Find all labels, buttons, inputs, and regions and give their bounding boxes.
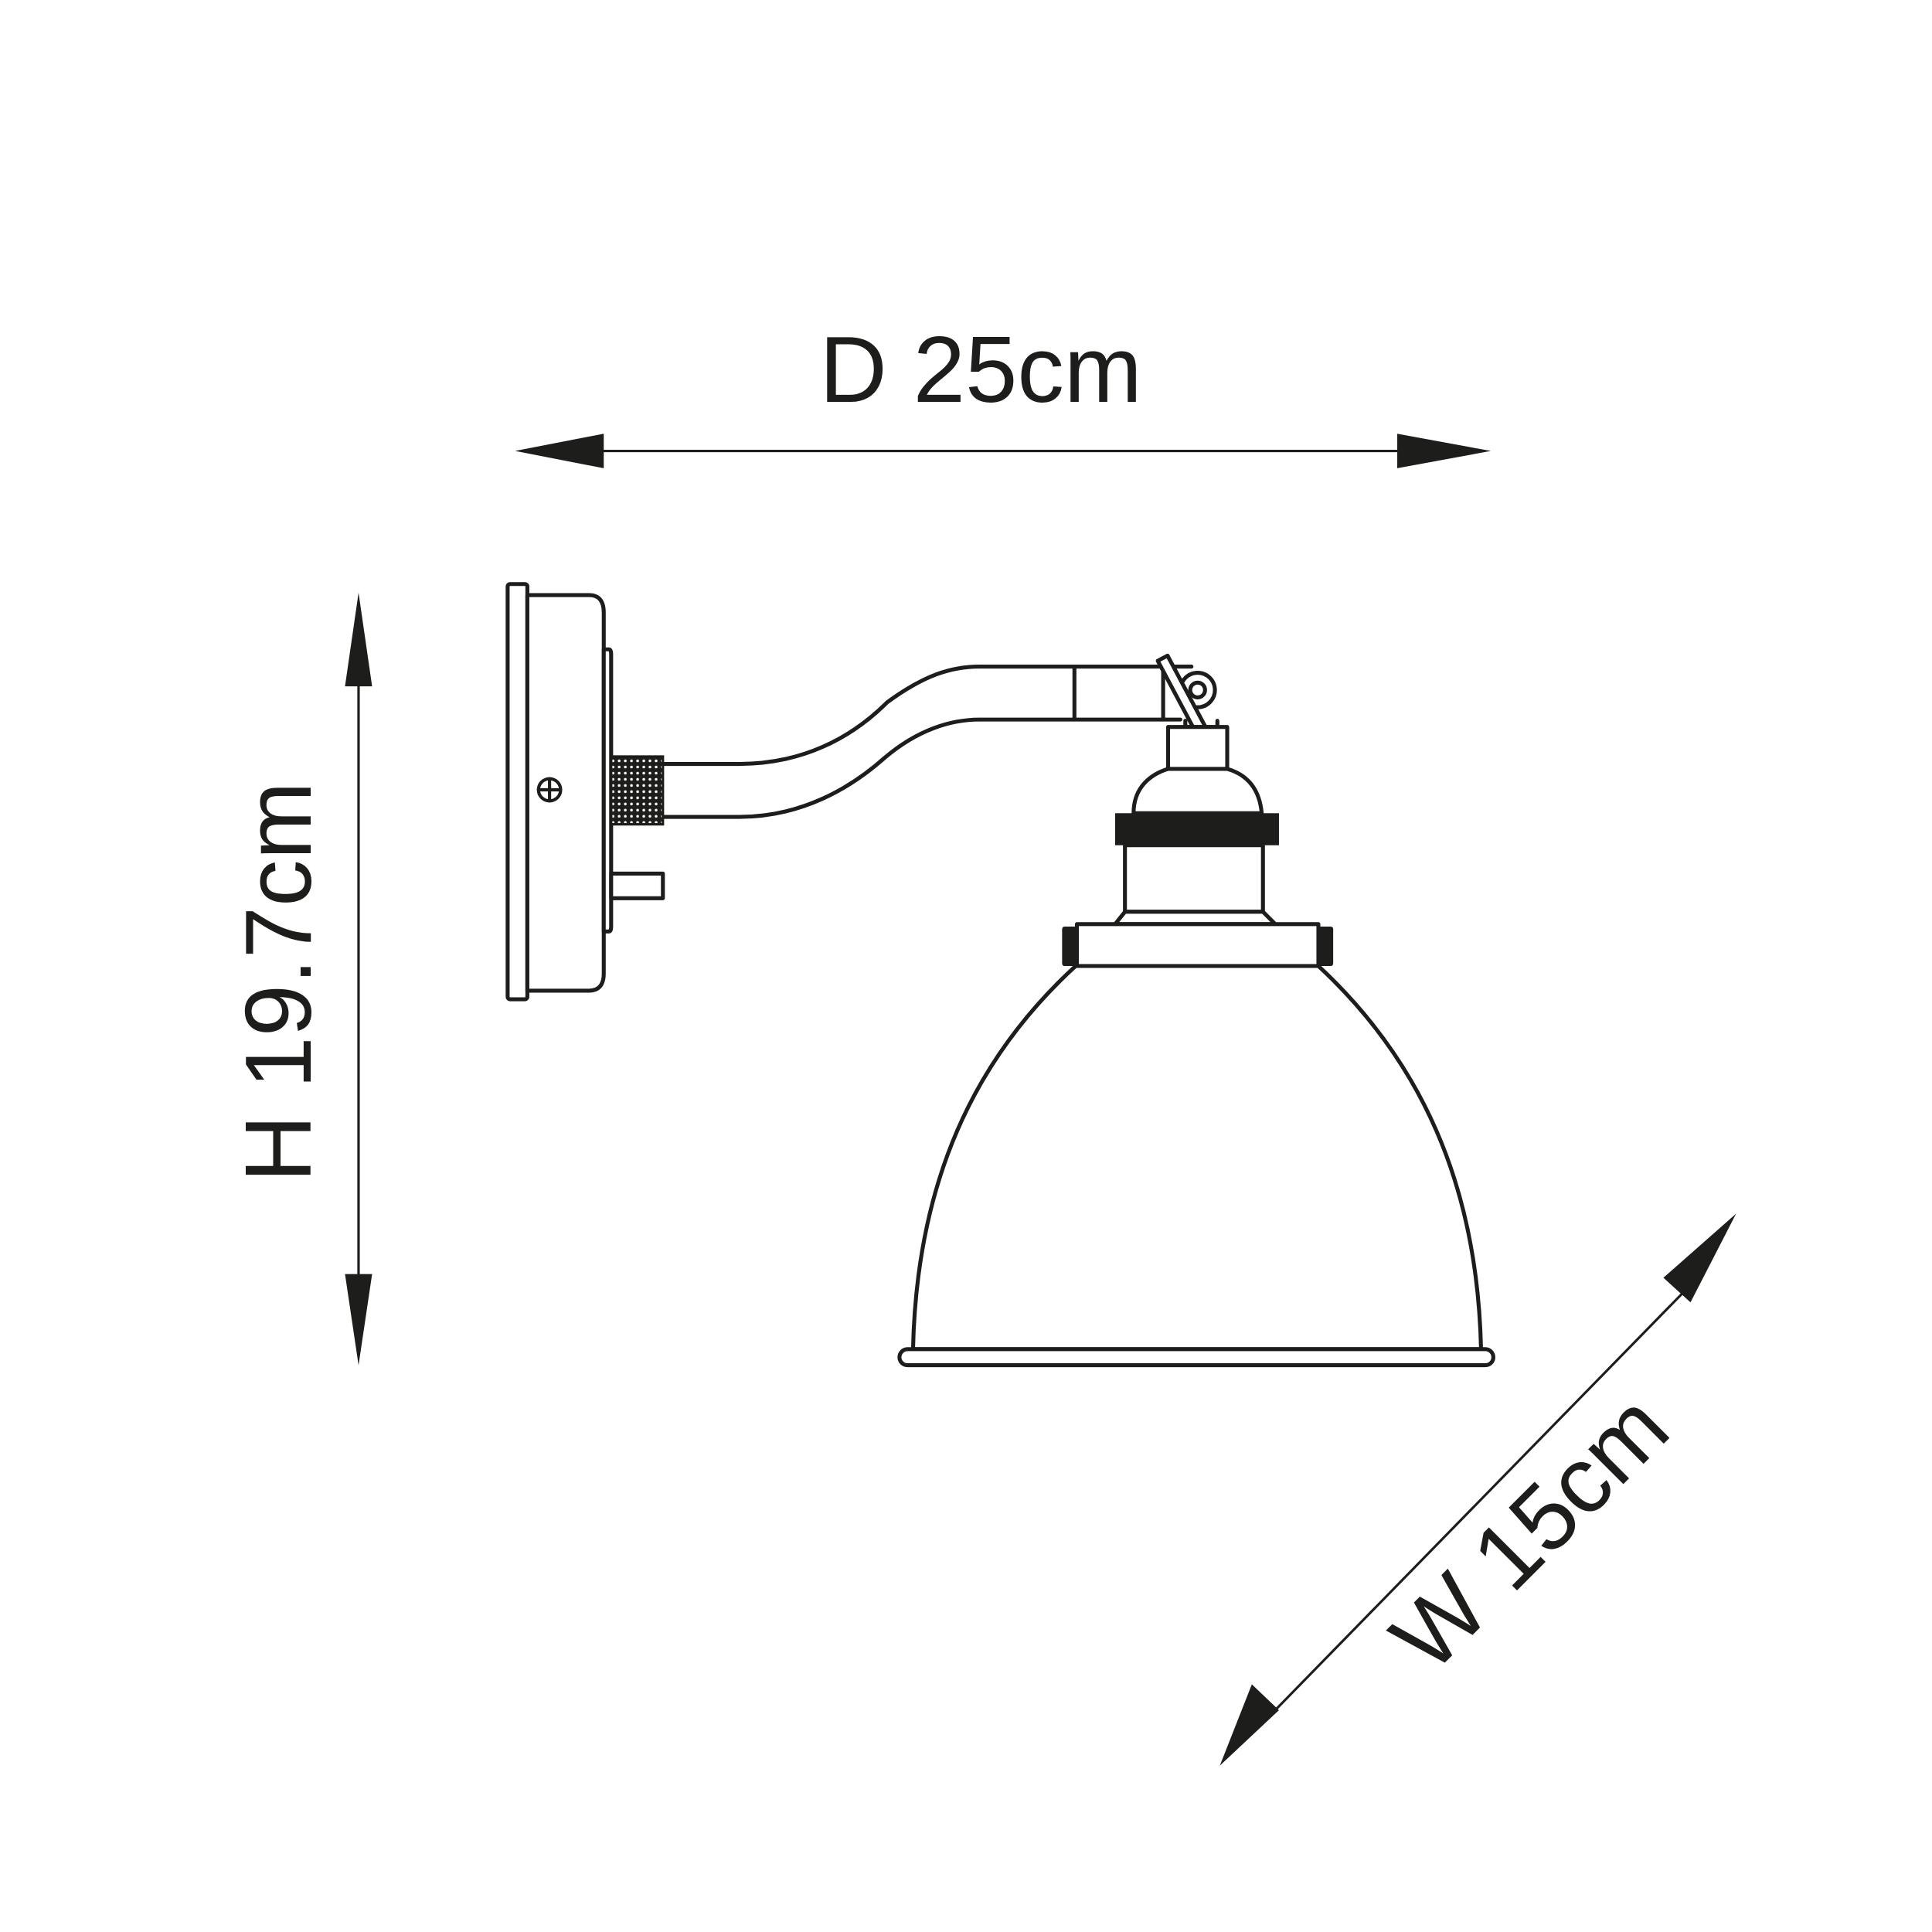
lamp-holder-ring — [1114, 813, 1279, 845]
arrow-up-right-icon — [1663, 1213, 1736, 1303]
mounting-screw-icon — [536, 777, 563, 803]
height-dimension: H 19.7cm — [226, 592, 372, 1366]
dome-shade — [910, 964, 1484, 1352]
arrow-right-icon — [1397, 434, 1492, 468]
wall-backplate — [505, 582, 614, 1002]
arrow-down-left-icon — [1219, 1684, 1279, 1766]
arrow-up-icon — [345, 592, 372, 687]
height-label: H 19.7cm — [226, 781, 331, 1182]
width-line — [1268, 1289, 1687, 1718]
curved-arm — [661, 665, 1077, 767]
depth-dimension: D 25cm — [515, 317, 1492, 468]
curved-arm-lower — [661, 717, 1077, 819]
wall-light-drawing — [505, 582, 1495, 1368]
depth-label: D 25cm — [819, 317, 1141, 422]
shade-gallery — [1062, 922, 1334, 968]
lamp-holder — [1113, 725, 1279, 927]
width-label: W 15cm — [1371, 1373, 1688, 1690]
arrow-left-icon — [515, 434, 604, 468]
lower-stud — [609, 871, 665, 900]
knurled-collar — [610, 755, 665, 826]
shade-rim — [897, 1347, 1495, 1368]
arrow-down-icon — [345, 1274, 372, 1366]
arm-sleeve — [1072, 665, 1165, 722]
